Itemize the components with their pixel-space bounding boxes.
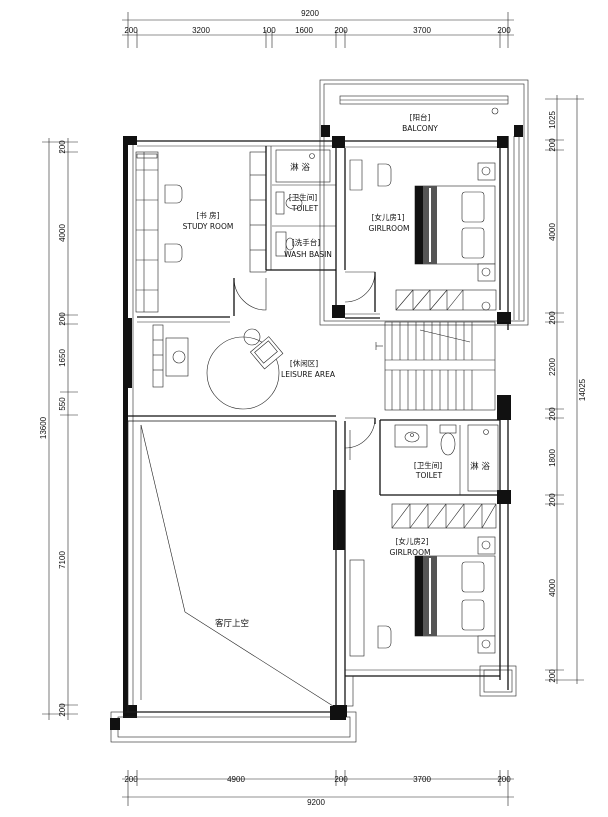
leisure-area: [休闲区] LEISURE AREA: [152, 324, 336, 410]
right-dim-seg: 1800: [548, 449, 557, 467]
wash-basin-label-en: WASH BASIN: [284, 250, 332, 259]
study-label-en: STUDY ROOM: [183, 222, 234, 231]
girlroom-1: [女儿房1] GIRLROOM: [344, 159, 497, 312]
left-dim-seg: 550: [58, 397, 67, 411]
study-label-cn: [书 房]: [196, 210, 219, 220]
top-bathroom: 淋 浴 [卫生间] TOILET [洗手台] WASH BASIN: [275, 149, 332, 259]
girlroom1-label-en: GIRLROOM: [369, 224, 410, 233]
right-dim-seg: 200: [548, 493, 557, 507]
leisure-label-cn: [休闲区]: [290, 358, 318, 368]
left-dim-seg: 200: [58, 703, 67, 717]
top-dim-seg: 1600: [295, 26, 313, 35]
girlroom1-label-cn: [女儿房1]: [371, 212, 404, 222]
right-dim-seg: 1025: [548, 111, 557, 129]
shower-bottom-label: 淋 浴: [470, 461, 490, 472]
balcony-label-cn: [阳台]: [410, 112, 431, 122]
left-dim-seg: 200: [58, 140, 67, 154]
shower-top-label: 淋 浴: [290, 162, 310, 173]
toilet-top-label-cn: [卫生间]: [289, 192, 317, 202]
staircase: [375, 321, 496, 411]
left-total-dim: 13600: [39, 416, 48, 439]
living-void: 客厅上空: [110, 420, 357, 743]
toilet-top-label-en: TOILET: [291, 204, 319, 213]
top-dim-seg: 3200: [192, 26, 210, 35]
right-total-dim: 14025: [578, 378, 587, 401]
bottom-dimension-chain: 200 4900 200 3700 200 9200: [122, 770, 514, 807]
girlroom2-label-cn: [女儿房2]: [395, 536, 428, 546]
right-dim-seg: 4000: [548, 579, 557, 597]
toilet-bottom-label-cn: [卫生间]: [414, 460, 442, 470]
top-dimension-chain: 9200 200 3200 100 1600 200 3700 200: [122, 9, 514, 48]
right-dim-seg: 200: [548, 311, 557, 325]
right-dim-seg: 4000: [548, 223, 557, 241]
right-dim-seg: 2200: [548, 358, 557, 376]
balcony: [阳台] BALCONY: [319, 79, 529, 326]
girlroom-2: [女儿房2] GIRLROOM: [344, 503, 517, 707]
left-dim-seg: 7100: [58, 551, 67, 569]
right-dim-seg: 200: [548, 669, 557, 683]
bottom-dim-seg: 200: [497, 775, 511, 784]
bottom-dim-seg: 3700: [413, 775, 431, 784]
study-room: [书 房] STUDY ROOM: [135, 151, 267, 316]
left-dim-seg: 4000: [58, 224, 67, 242]
wash-basin-label-cn: [洗手台]: [292, 237, 320, 247]
door-lower-central: [344, 417, 376, 460]
top-dim-seg: 3700: [413, 26, 431, 35]
top-total-dim: 9200: [301, 9, 319, 18]
right-dimension-chain: 14025 1025 200 4000 200 2200 200 1800 20…: [545, 95, 587, 684]
top-dim-seg: 100: [262, 26, 276, 35]
top-dim-seg: 200: [334, 26, 348, 35]
bottom-bathroom: 淋 浴 [卫生间] TOILET: [394, 424, 499, 492]
bottom-dim-seg: 200: [124, 775, 138, 784]
top-dim-seg: 200: [124, 26, 138, 35]
bottom-dim-seg: 4900: [227, 775, 245, 784]
left-dimension-chain: 13600 200 4000 200 1650 550 7100 200: [39, 138, 78, 720]
left-dim-seg: 1650: [58, 349, 67, 367]
right-dim-seg: 200: [548, 138, 557, 152]
bottom-total-dim: 9200: [307, 798, 325, 807]
balcony-label-en: BALCONY: [402, 124, 438, 133]
girlroom2-label-en: GIRLROOM: [390, 548, 431, 557]
living-void-label: 客厅上空: [215, 618, 249, 629]
toilet-bottom-label-en: TOILET: [415, 471, 443, 480]
bottom-dim-seg: 200: [334, 775, 348, 784]
right-dim-seg: 200: [548, 407, 557, 421]
leisure-label-en: LEISURE AREA: [281, 370, 336, 379]
top-dim-seg: 200: [497, 26, 511, 35]
left-dim-seg: 200: [58, 312, 67, 326]
